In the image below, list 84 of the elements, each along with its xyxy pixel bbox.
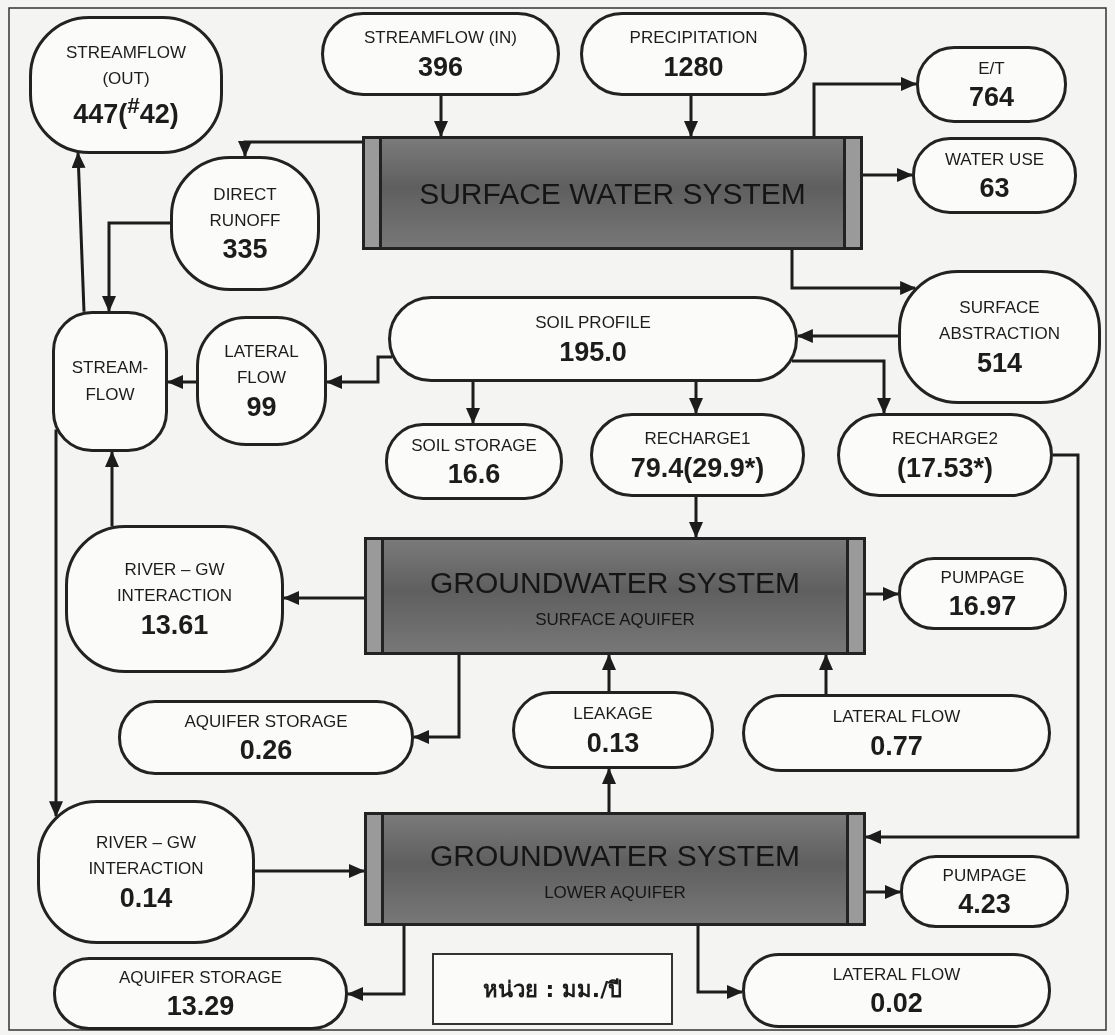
value-text: 16.97 [948,591,1017,623]
value-text: (17.53*) [896,452,994,484]
label-text: WATER USE [944,148,1045,171]
label-text: RIVER – GW INTERACTION [87,832,205,881]
arrow [796,329,898,343]
value-text: 0.13 [586,727,640,759]
arrow [238,140,362,157]
label-text: RECHARGE2 [892,428,998,451]
value-text: 16.6 [447,459,501,491]
label-text: STREAMFLOW (OUT) [65,42,187,91]
value-text: 4.23 [958,889,1011,921]
arrow [326,355,392,389]
label-text: SURFACE ABSTRACTION [938,297,1061,346]
value-text: 0.02 [870,988,923,1020]
flow-box [898,270,1101,404]
value-text: 396 [417,51,464,83]
arrow [413,655,461,744]
arrow [696,926,743,999]
flow-box [52,311,168,452]
system-title: GROUNDWATER SYSTEM [430,837,800,874]
value-text: 335 [222,234,268,266]
value-text: 0.26 [239,735,293,767]
value-text: 514 [976,347,1023,379]
label-text: RIVER – GW INTERACTION [115,559,234,608]
value-text: 195.0 [559,336,627,368]
arrow [865,453,1080,844]
aquifer-subtitle: LOWER AQUIFER [544,882,686,903]
label-text: LATERAL FLOW [223,341,300,390]
label-text: E/T [978,57,1005,80]
arrow [866,587,899,601]
value-text: 0.14 [119,882,173,914]
arrow [866,885,901,899]
system-box [362,136,863,250]
label-text: STREAMFLOW (IN) [364,27,517,50]
system-box [364,812,866,926]
flow-box [196,316,327,446]
arrow [689,382,703,414]
system-title: GROUNDWATER SYSTEM [430,564,800,601]
arrow [602,654,616,691]
arrow [105,451,119,527]
system-title: SURFACE WATER SYSTEM [419,175,806,212]
label-text: SOIL PROFILE [535,312,651,335]
arrow [49,429,63,818]
arrow [102,221,170,312]
label-text: LEAKAGE [573,703,653,726]
arrow [347,926,406,1001]
unit-note: หน่วย : มม./ปี [482,975,623,1004]
label-text: LATERAL FLOW [832,963,961,986]
value-text: 1280 [663,51,724,83]
label-text: AQUIFER STORAGE [118,966,283,989]
arrow [689,497,703,538]
aquifer-subtitle: SURFACE AQUIFER [535,609,695,630]
label-text: DIRECT RUNOFF [208,183,282,232]
value-text: 764 [968,82,1015,114]
arrow [790,250,917,295]
arrow [71,152,86,312]
arrow [684,96,698,137]
value-text: 79.4(29.9*) [630,452,765,484]
label-text: RECHARGE1 [644,428,751,451]
label-text: PUMPAGE [940,566,1025,589]
label-text: STREAM- FLOW [70,357,150,406]
value-text: 0.77 [870,730,923,762]
system-box [364,537,866,655]
arrow [819,654,833,694]
label-text: SOIL STORAGE [411,434,537,457]
value-text: 13.61 [140,609,209,641]
arrow [466,382,480,424]
arrow [283,591,364,605]
value-text: 447($^{#}$42) [73,92,179,130]
arrow [255,864,365,878]
arrow [602,768,616,812]
value-text: 99 [246,391,277,423]
arrow [863,168,913,182]
label-text: LATERAL FLOW [832,706,961,729]
arrow [434,96,448,137]
arrow [167,375,196,389]
value-text: 13.29 [166,991,235,1023]
arrow [791,359,891,414]
unit-box [432,953,673,1025]
label-text: AQUIFER STORAGE [184,710,348,733]
label-text: PUMPAGE [942,864,1027,887]
value-text: 63 [979,173,1010,205]
label-text: PRECIPITATION [629,27,758,50]
arrow [812,77,917,136]
